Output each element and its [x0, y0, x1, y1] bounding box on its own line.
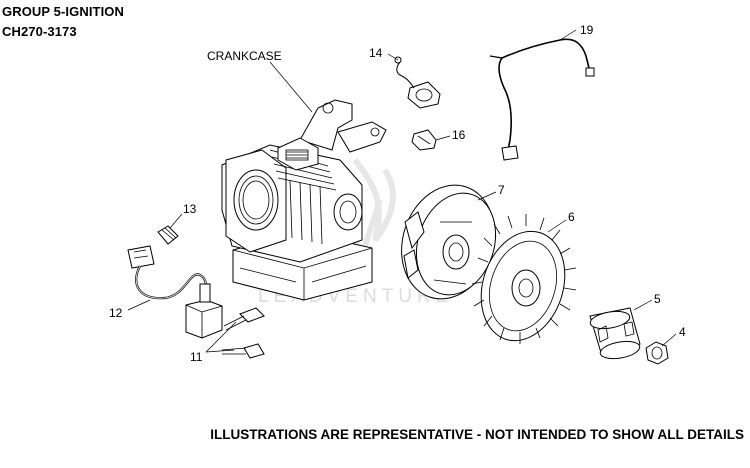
crankcase-part[interactable] — [221, 99, 387, 301]
part-code: CH270-3173 — [2, 24, 77, 39]
callout-19: 19 — [580, 23, 594, 37]
spark-plug-part[interactable] — [157, 225, 179, 245]
leader-14 — [387, 53, 399, 61]
callout-11: 11 — [190, 350, 203, 364]
flywheel-part[interactable] — [387, 173, 508, 311]
switch-sensor-part[interactable] — [394, 56, 441, 109]
leader-7 — [477, 191, 497, 201]
callout-13: 13 — [183, 202, 197, 216]
leader-13 — [169, 213, 183, 229]
crankcase-leader — [269, 61, 313, 113]
callout-12: 12 — [109, 306, 123, 320]
callout-16: 16 — [452, 128, 466, 142]
callout-7: 7 — [498, 183, 505, 197]
flywheel-nut-part[interactable] — [645, 341, 669, 365]
leader-6 — [547, 219, 567, 233]
callout-4: 4 — [679, 325, 686, 339]
callout-14: 14 — [369, 46, 383, 60]
bolt-lower-part[interactable] — [221, 343, 265, 359]
leader-4 — [661, 333, 677, 347]
group-title: GROUP 5-IGNITION — [2, 4, 124, 19]
callout-6: 6 — [568, 210, 575, 224]
callout-5: 5 — [654, 292, 661, 306]
leader-11b — [205, 349, 235, 353]
bolt-upper-part[interactable] — [223, 307, 265, 331]
wire-clip-part[interactable] — [411, 129, 437, 151]
leader-11a — [205, 321, 237, 353]
disclaimer-footer: ILLUSTRATIONS ARE REPRESENTATIVE - NOT I… — [210, 427, 744, 442]
crankcase-label: CRANKCASE — [207, 49, 282, 63]
leader-19 — [559, 29, 577, 41]
cooling-fan-part[interactable] — [468, 214, 579, 352]
leader-12 — [127, 299, 151, 311]
ignition-coil-part[interactable] — [127, 245, 223, 339]
leader-5 — [633, 299, 653, 311]
wire-harness-part[interactable] — [489, 38, 595, 161]
leader-16 — [435, 135, 451, 141]
starter-cup-part[interactable] — [589, 307, 641, 361]
